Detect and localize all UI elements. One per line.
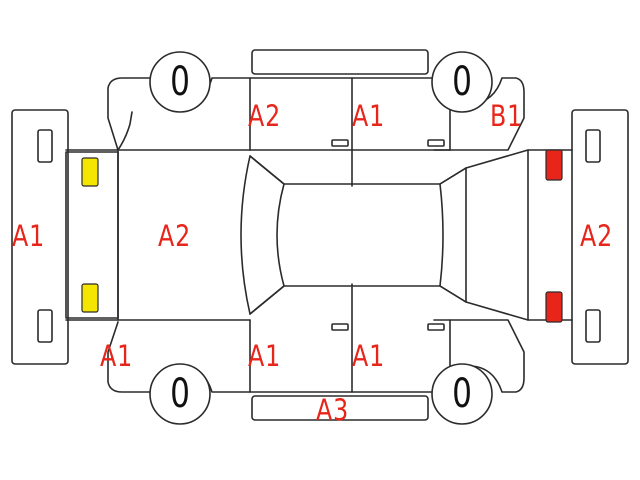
front-right-wheel-tread: 0 <box>170 59 190 105</box>
cabin-roof <box>283 183 444 287</box>
left-side-glass <box>249 285 467 315</box>
rear-deck <box>465 149 529 321</box>
damage-rear-bumper: A2 <box>580 219 614 253</box>
right-rear-door-handle <box>427 139 445 147</box>
left-rocker-panel <box>251 395 429 421</box>
rear-bumper-marker-top <box>585 129 601 163</box>
front-left-wheel <box>149 363 211 425</box>
front-lamp-top <box>81 157 99 187</box>
damage-rear-right-door: A1 <box>352 99 386 133</box>
left-door-line <box>249 283 451 393</box>
damage-rear-left-door: A1 <box>352 339 386 373</box>
rear-lamp-bottom <box>545 291 563 323</box>
rear-lamp-top <box>545 149 563 181</box>
damage-front-left-door: A1 <box>248 339 282 373</box>
right-front-door-handle <box>331 139 349 147</box>
damage-hood: A2 <box>158 219 192 253</box>
damage-front-right-door: A2 <box>248 99 282 133</box>
rear-left-wheel <box>431 363 493 425</box>
right-side-glass <box>249 155 467 185</box>
damage-left-rocker: A3 <box>316 393 350 427</box>
front-bumper <box>11 109 69 365</box>
rear-left-wheel-tread: 0 <box>452 371 472 417</box>
front-bumper-marker-top <box>37 129 53 163</box>
front-panel <box>65 149 119 321</box>
front-lamp-bottom <box>81 283 99 313</box>
damage-front-bumper: A1 <box>12 219 46 253</box>
left-rear-door-handle <box>427 323 445 331</box>
rear-window <box>439 167 467 303</box>
left-front-door-handle <box>331 323 349 331</box>
front-right-wheel <box>149 51 211 113</box>
right-roof-rail <box>251 49 429 75</box>
front-left-wheel-tread: 0 <box>170 371 190 417</box>
rear-right-wheel <box>431 51 493 113</box>
rear-bumper-marker-bottom <box>585 309 601 343</box>
rear-right-wheel-tread: 0 <box>452 59 472 105</box>
rear-bumper <box>571 109 629 365</box>
right-fender-front <box>117 111 133 151</box>
front-bumper-marker-bottom <box>37 309 53 343</box>
damage-front-left-fender: A1 <box>100 339 134 373</box>
damage-rear-right-fender: B1 <box>490 99 524 133</box>
